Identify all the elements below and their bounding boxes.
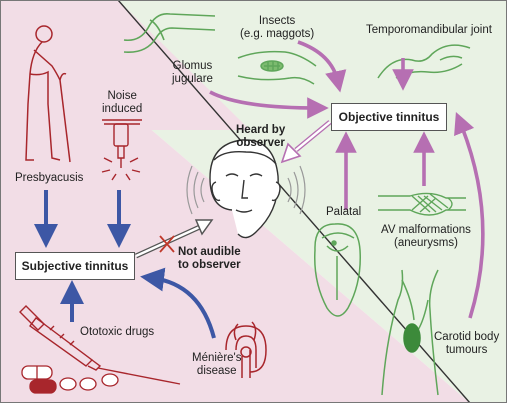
label-tmj: Temporomandibular joint (366, 24, 492, 36)
label-presbyacusis: Presbyacusis (15, 172, 84, 184)
inner-ear-icon (225, 321, 267, 378)
label-carotid-line1: Carotid body (434, 331, 500, 343)
sound-waves (186, 165, 306, 215)
label-avm-line1: AV malformations (381, 224, 471, 236)
subjective-arrows (34, 190, 216, 339)
label-heard-by-observer: Heard by observer (236, 124, 285, 150)
label-noise-line2: induced (102, 103, 143, 116)
av-malformation-icon (378, 192, 466, 216)
label-not-audible-line2: to observer (178, 259, 241, 272)
label-noise-induced: Noise induced (102, 90, 142, 116)
label-heard-line1: Heard by (236, 124, 286, 136)
label-glomus-line1: Glomus (172, 60, 213, 72)
arrow-insects-to-objective (297, 40, 347, 93)
label-avm-line2: (aneurysms) (394, 237, 458, 250)
label-glomus-jugulare: Glomus jugulare (172, 60, 213, 86)
arrow-objective-to-head (280, 120, 332, 164)
tongue-icon (314, 223, 361, 317)
label-meniere-line1: Ménière's (192, 352, 242, 364)
objective-tinnitus-box: Objective tinnitus (331, 103, 447, 131)
carotid-neck-icon (381, 269, 439, 396)
arrow-subjective-to-head (134, 219, 214, 259)
syringe-icon (19, 305, 181, 385)
arrow-carotid-to-objective (454, 111, 485, 319)
label-heard-line2: observer (236, 137, 285, 150)
pills-icon (21, 365, 119, 394)
head-icon (209, 139, 281, 239)
label-insects-line2: (e.g. maggots) (240, 28, 315, 41)
label-menieres: Ménière's disease (192, 352, 242, 378)
insect-ear-icon (237, 50, 317, 85)
label-insects-line1: Insects (258, 15, 296, 27)
label-av-malformations: AV malformations (aneurysms) (381, 224, 471, 250)
label-carotid-body: Carotid body tumours (434, 331, 499, 357)
arrow-glomus-to-objective (209, 90, 329, 119)
objective-arrows (209, 40, 485, 319)
label-noise-line1: Noise (107, 90, 137, 102)
label-insects: Insects (e.g. maggots) (240, 15, 314, 41)
label-palatal: Palatal (326, 206, 362, 218)
glomus-vessel-icon (123, 12, 216, 54)
label-not-audible-line1: Not audible (178, 246, 241, 258)
jackhammer-icon (101, 119, 142, 181)
label-ototoxic-drugs: Ototoxic drugs (80, 326, 155, 338)
subjective-tinnitus-box: Subjective tinnitus (15, 252, 135, 280)
elderly-person-icon (25, 25, 71, 163)
not-audible-cross-icon (159, 235, 175, 253)
label-meniere-line2: disease (196, 365, 237, 378)
label-not-audible: Not audible to observer (178, 246, 241, 272)
arrow-meniere-to-subjective (140, 267, 216, 339)
label-glomus-line2: jugulare (172, 73, 213, 86)
label-carotid-line2: tumours (445, 344, 488, 357)
